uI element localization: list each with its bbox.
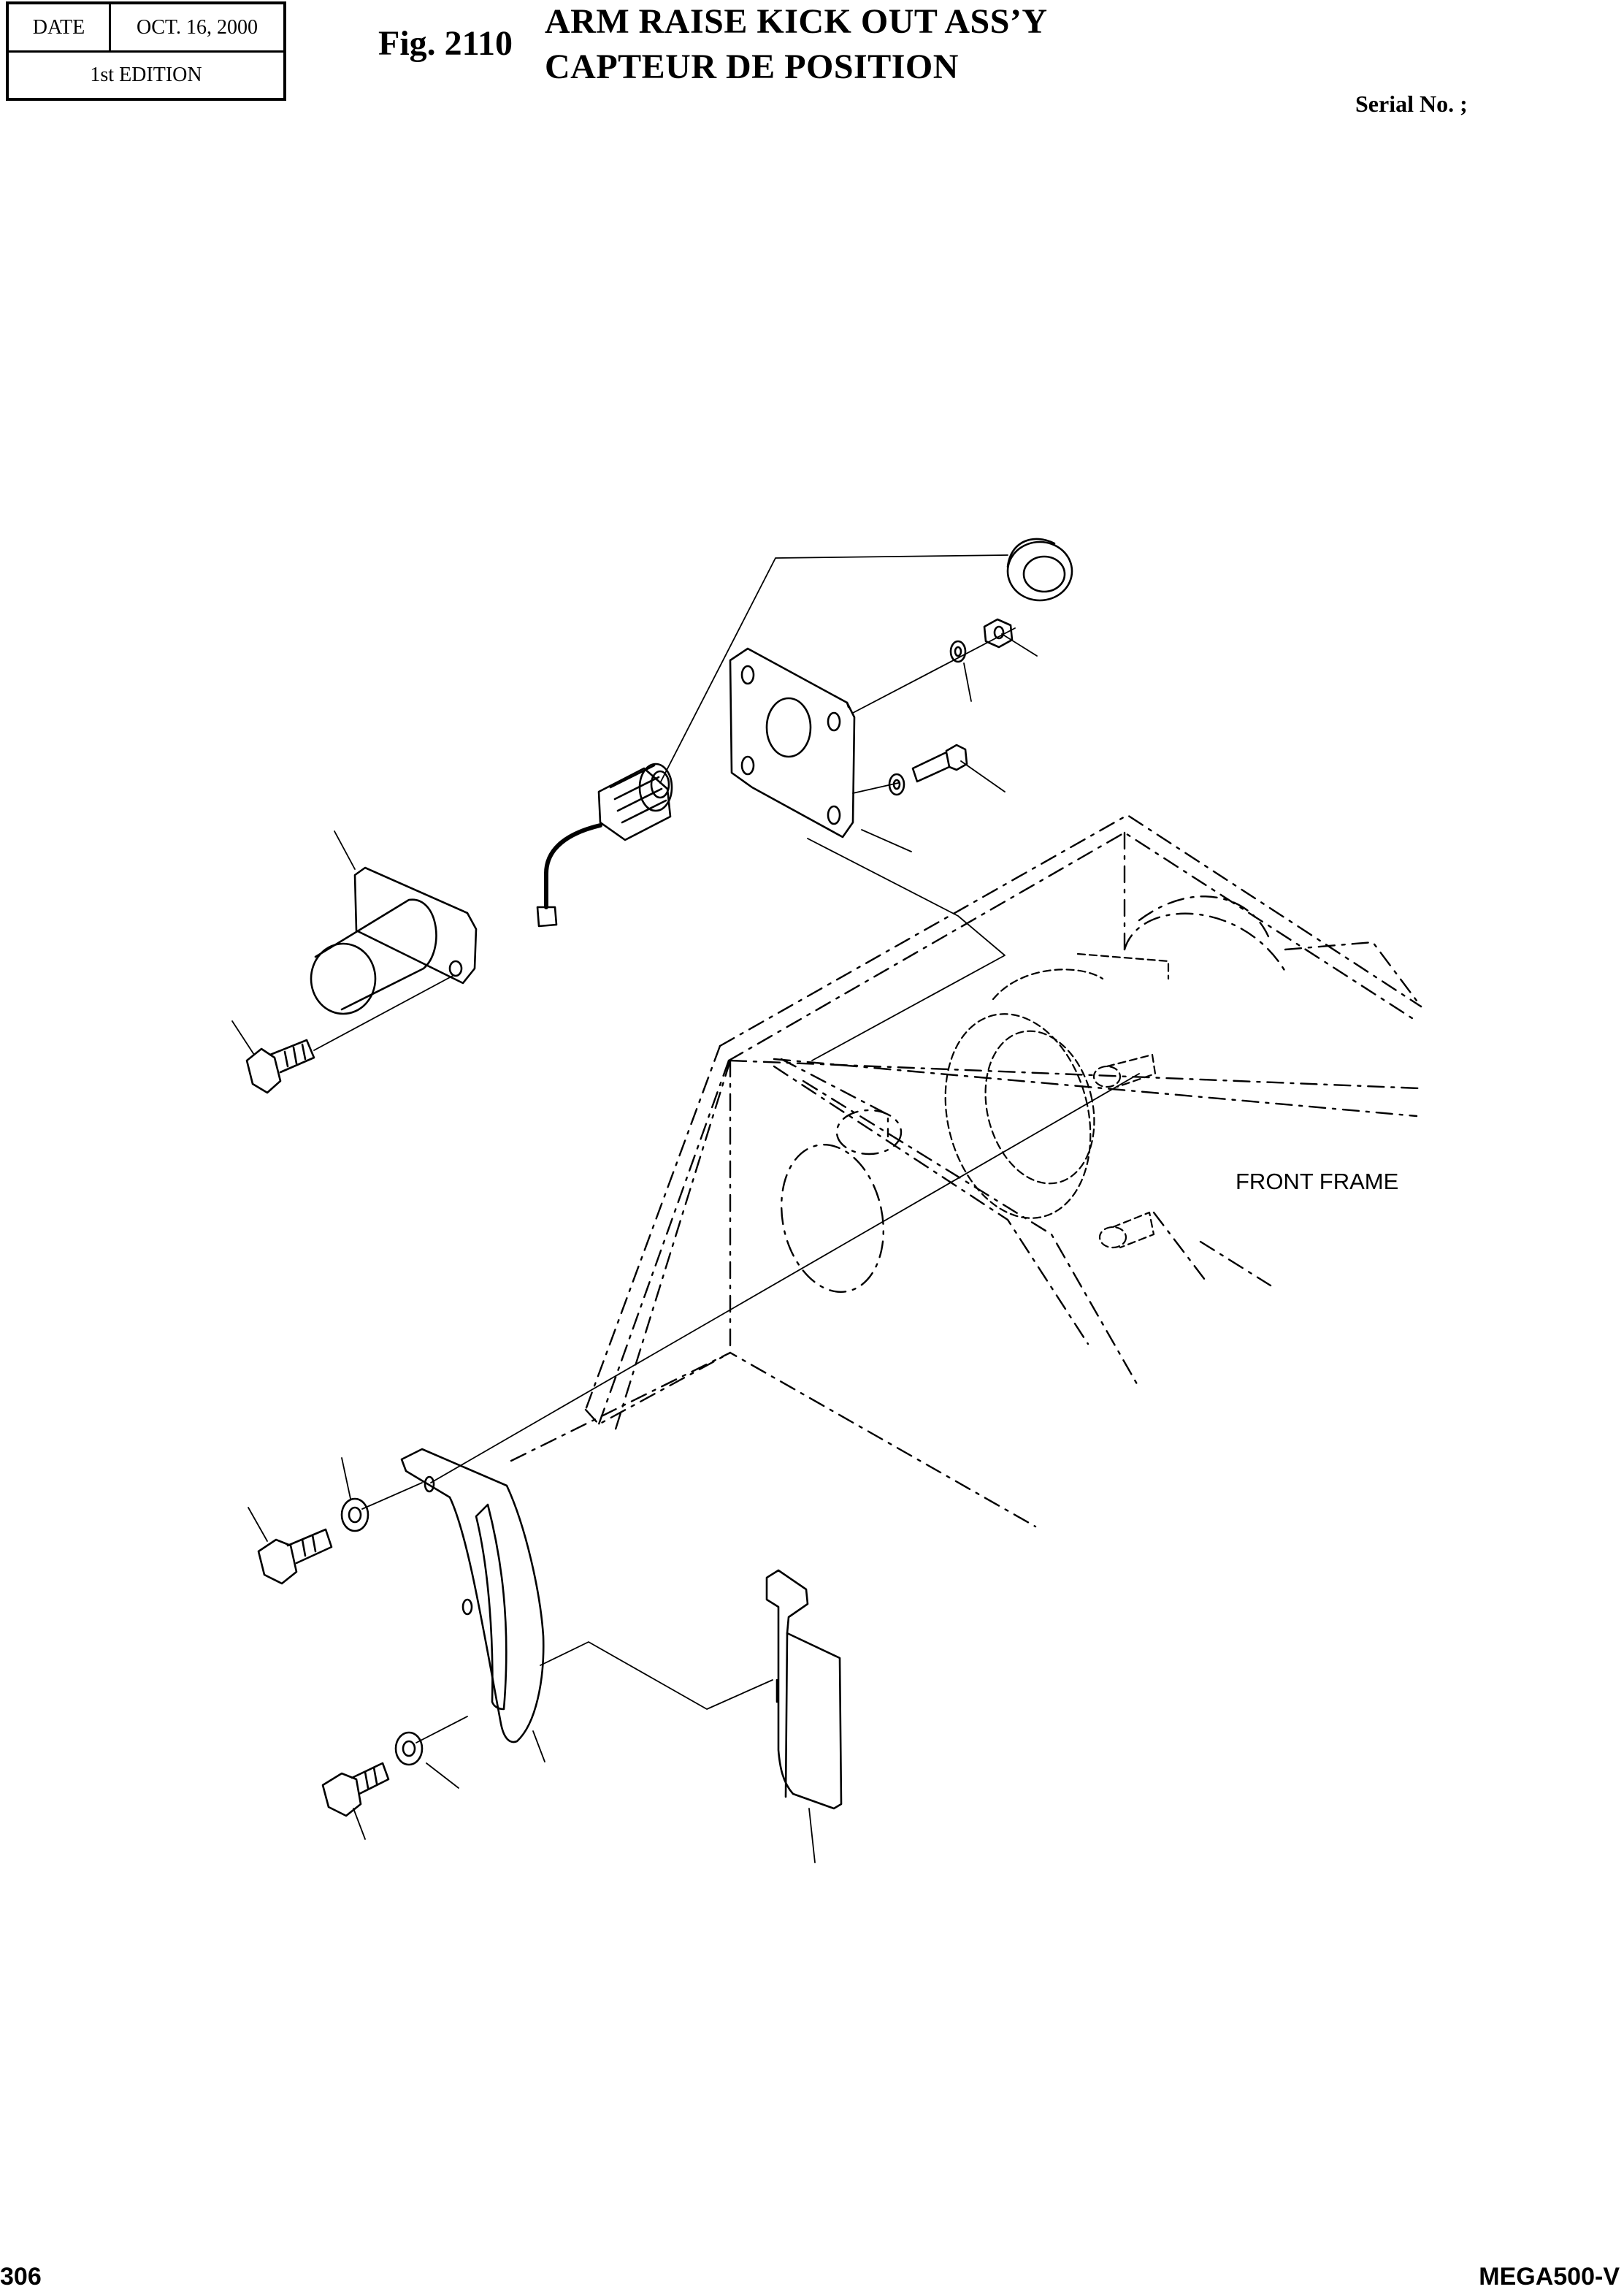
edition-label: 1st EDITION [90,64,202,86]
plate-bolt [888,744,968,796]
figure-number: Fig. 2110 [378,24,513,63]
page-number: 306 [0,2263,42,2291]
cam-bracket [400,1448,545,1743]
date-value: OCT. 16, 2000 [137,15,258,39]
frame-bushing [944,952,1170,1249]
bracket-bolt-lower [321,1731,424,1817]
front-frame-phantom [510,814,1422,1528]
sensor-mounting-plate [729,647,856,839]
cover-bolt [245,1039,315,1094]
leader-lines [231,554,1140,1863]
kick-out-plate [765,1569,843,1810]
title-english: ARM RAISE KICK OUT ASS’Y [545,2,1048,41]
date-label: DATE [9,4,111,50]
small-washer-nut [949,618,1014,663]
date-row: DATE OCT. 16, 2000 [9,4,283,53]
kick-out-sensor [536,763,673,928]
front-frame-label: FRONT FRAME [1236,1169,1399,1194]
title-french: CAPTEUR DE POSITION [545,47,959,86]
model-name: MEGA500-V [1479,2263,1620,2291]
date-edition-box: DATE OCT. 16, 2000 1st EDITION [6,1,286,101]
sensor-cover [310,866,478,1015]
lock-nut [1006,538,1073,602]
bracket-bolt-upper [257,1497,369,1585]
serial-number-label: Serial No. ; [1355,91,1468,117]
